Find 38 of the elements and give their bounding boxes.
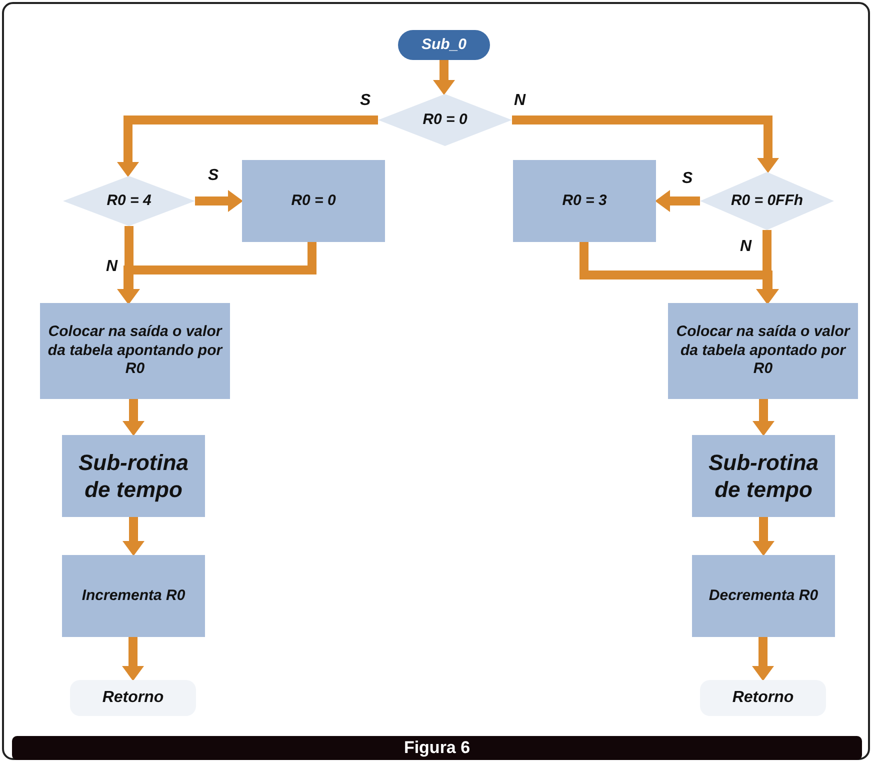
terminal-text: Retorno [102, 688, 164, 708]
process-box [40, 303, 230, 399]
arrow [512, 116, 779, 173]
arrow [117, 242, 316, 304]
process-box [242, 160, 385, 242]
step-text: Incrementa R0 [82, 586, 186, 606]
arrow [655, 190, 700, 212]
arrow [122, 517, 144, 556]
arrow [117, 116, 378, 177]
arrow [122, 637, 144, 681]
step-text: Colocar na saída o valor da tabela apontando por R0 [46, 322, 224, 380]
arrow [752, 637, 774, 681]
step-text: R0 = 3 [562, 192, 607, 210]
terminal-text: Sub_0 [421, 36, 466, 54]
process-box [692, 555, 835, 637]
arrow [433, 60, 455, 95]
arrow [122, 399, 144, 436]
step-text: Sub-rotina de tempo [708, 448, 820, 504]
condition-text: R0 = 4 [106, 192, 152, 210]
step-text: Decrementa R0 [708, 586, 818, 606]
process-box [62, 435, 205, 517]
arrow [752, 517, 774, 556]
step-text: Sub-rotina de tempo [78, 448, 190, 504]
end-terminal [70, 680, 196, 716]
process-box [668, 303, 858, 399]
process-box [513, 160, 656, 242]
process-box [692, 435, 835, 517]
condition-text: R0 = 0 [422, 110, 468, 130]
step-text: R0 = 0 [291, 192, 336, 210]
caption-text: Figura 6 [404, 738, 470, 758]
start-terminal [398, 30, 490, 60]
step-text: Colocar na saída o valor da tabela apontado por R0 [675, 322, 852, 380]
arrow [195, 190, 243, 212]
condition-text: R0 = 0FFh [730, 192, 804, 210]
process-box [62, 555, 205, 637]
terminal-text: Retorno [732, 688, 794, 708]
end-terminal [700, 680, 826, 716]
arrow [752, 399, 774, 436]
